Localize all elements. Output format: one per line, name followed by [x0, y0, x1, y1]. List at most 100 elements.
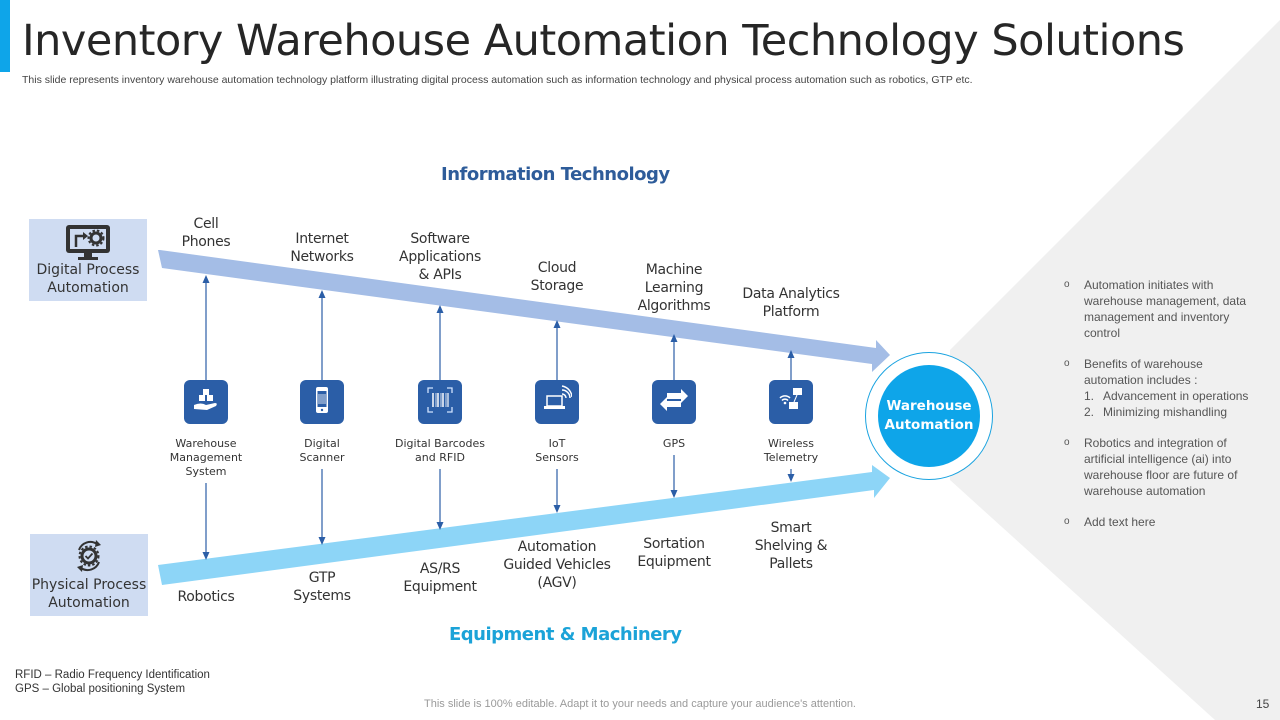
- bullet-circle-icon: o: [1064, 516, 1070, 527]
- bottom-flow-arrow: [158, 465, 890, 585]
- em-item-label-line: Equipment: [403, 579, 477, 595]
- note-item: o Robotics and integration of artificial…: [1064, 435, 1264, 499]
- middle-item-label-line: Digital: [304, 437, 340, 450]
- em-item-label-line: Sortation: [643, 536, 705, 552]
- digital-process-box: Digital Process Automation: [29, 219, 147, 301]
- down-arrowhead: [670, 490, 678, 498]
- bullet-circle-icon: o: [1064, 358, 1070, 369]
- middle-item-tile: [652, 380, 696, 424]
- em-item-label-line: Shelving &: [754, 538, 828, 554]
- sub-text: Advancement in operations: [1103, 389, 1249, 403]
- physical-process-box: Physical Process Automation: [30, 534, 148, 616]
- it-item-label-line: Networks: [290, 249, 354, 265]
- it-item-label-line: Internet: [295, 231, 349, 247]
- it-item-label-line: Machine: [645, 262, 703, 278]
- abbreviations: RFID – Radio Frequency Identification GP…: [15, 668, 210, 696]
- up-arrowhead: [670, 334, 678, 342]
- hand-boxes-icon: [191, 385, 221, 420]
- page-number: 15: [1256, 697, 1270, 711]
- up-arrowhead: [202, 275, 210, 283]
- down-arrowhead: [318, 537, 326, 545]
- down-arrowhead: [436, 522, 444, 530]
- bullet-circle-icon: o: [1064, 437, 1070, 448]
- it-item-label-line: Learning: [644, 280, 704, 296]
- top-flow-arrow: [158, 250, 890, 372]
- note-text: Automation initiates with warehouse mana…: [1084, 278, 1247, 340]
- grey-wedge-background: [950, 20, 1280, 720]
- up-arrowhead: [318, 290, 326, 298]
- middle-item-label-line: GPS: [662, 437, 686, 450]
- middle-item-label-line: and RFID: [415, 451, 465, 464]
- middle-item-label-line: System: [185, 465, 227, 478]
- note-text: Robotics and integration of artificial i…: [1084, 436, 1238, 498]
- middle-item-tile: [300, 380, 344, 424]
- it-item-label-line: Platform: [762, 304, 820, 320]
- hub-label-2: Automation: [884, 417, 974, 433]
- abbreviation-rfid: RFID – Radio Frequency Identification: [15, 669, 210, 681]
- digital-process-label: Digital Process: [36, 262, 140, 278]
- page-subtitle: This slide represents inventory warehous…: [22, 74, 973, 86]
- middle-item-label-line: Sensors: [535, 451, 579, 464]
- up-arrowhead: [436, 305, 444, 313]
- middle-item-label-line: Wireless: [767, 437, 815, 450]
- phone-scanner-icon: [307, 385, 337, 420]
- digital-process-label-2: Automation: [47, 280, 129, 296]
- middle-item-tile: [184, 380, 228, 424]
- category-title-it: Information Technology: [441, 164, 670, 185]
- it-item-label-line: Cell: [193, 216, 219, 232]
- em-item-label: Robotics: [177, 588, 234, 606]
- em-item-label-line: Equipment: [637, 554, 711, 570]
- middle-item-label-line: Management: [169, 451, 243, 464]
- note-item: o Add text here: [1064, 514, 1264, 530]
- notes-list: o Automation initiates with warehouse ma…: [1064, 277, 1264, 545]
- em-item-label-line: Robotics: [177, 589, 235, 605]
- note-text: Add text here: [1084, 515, 1156, 529]
- physical-process-label-2: Automation: [48, 595, 130, 611]
- it-item-label-line: Cloud: [537, 260, 577, 276]
- it-item-label-line: Algorithms: [637, 298, 711, 314]
- em-item-label-line: Smart: [770, 520, 812, 536]
- page-title: Inventory Warehouse Automation Technolog…: [22, 16, 1185, 66]
- down-arrowhead: [787, 474, 795, 482]
- title-accent-bar: [0, 0, 10, 72]
- sub-number: 2.: [1084, 405, 1095, 419]
- em-item-label-line: GTP: [308, 570, 336, 586]
- em-item-label-line: (AGV): [537, 575, 577, 591]
- exchange-arrows-icon: [659, 385, 689, 420]
- wireless-network-icon: [776, 385, 806, 420]
- sub-text: Minimizing mishandling: [1103, 405, 1228, 419]
- monitor-gear-icon: [64, 223, 112, 266]
- em-item-label-line: Guided Vehicles: [503, 557, 611, 573]
- note-subitem: 1. Advancement in operations: [1084, 388, 1264, 404]
- middle-item-label-line: Warehouse: [175, 437, 237, 450]
- laptop-wifi-icon: [542, 384, 573, 420]
- em-item-label: AS/RS Equipment: [403, 560, 477, 596]
- gear-cycle-icon: [71, 538, 107, 579]
- up-arrowhead: [553, 320, 561, 328]
- note-text: Benefits of warehouse automation include…: [1084, 357, 1203, 387]
- middle-item-label-line: IoT: [548, 437, 566, 450]
- note-item: o Benefits of warehouse automation inclu…: [1064, 356, 1264, 420]
- sub-number: 1.: [1084, 389, 1095, 403]
- note-item: o Automation initiates with warehouse ma…: [1064, 277, 1264, 341]
- connector-lines: [202, 275, 795, 560]
- middle-item-tile: [769, 380, 813, 424]
- it-item-label-line: Applications: [399, 249, 481, 265]
- middle-item-label: GPS: [663, 437, 685, 451]
- it-item-label-line: Storage: [530, 278, 584, 294]
- down-arrowhead: [202, 552, 210, 560]
- em-item-label-line: AS/RS: [419, 561, 461, 577]
- em-item-label-line: Pallets: [769, 556, 813, 572]
